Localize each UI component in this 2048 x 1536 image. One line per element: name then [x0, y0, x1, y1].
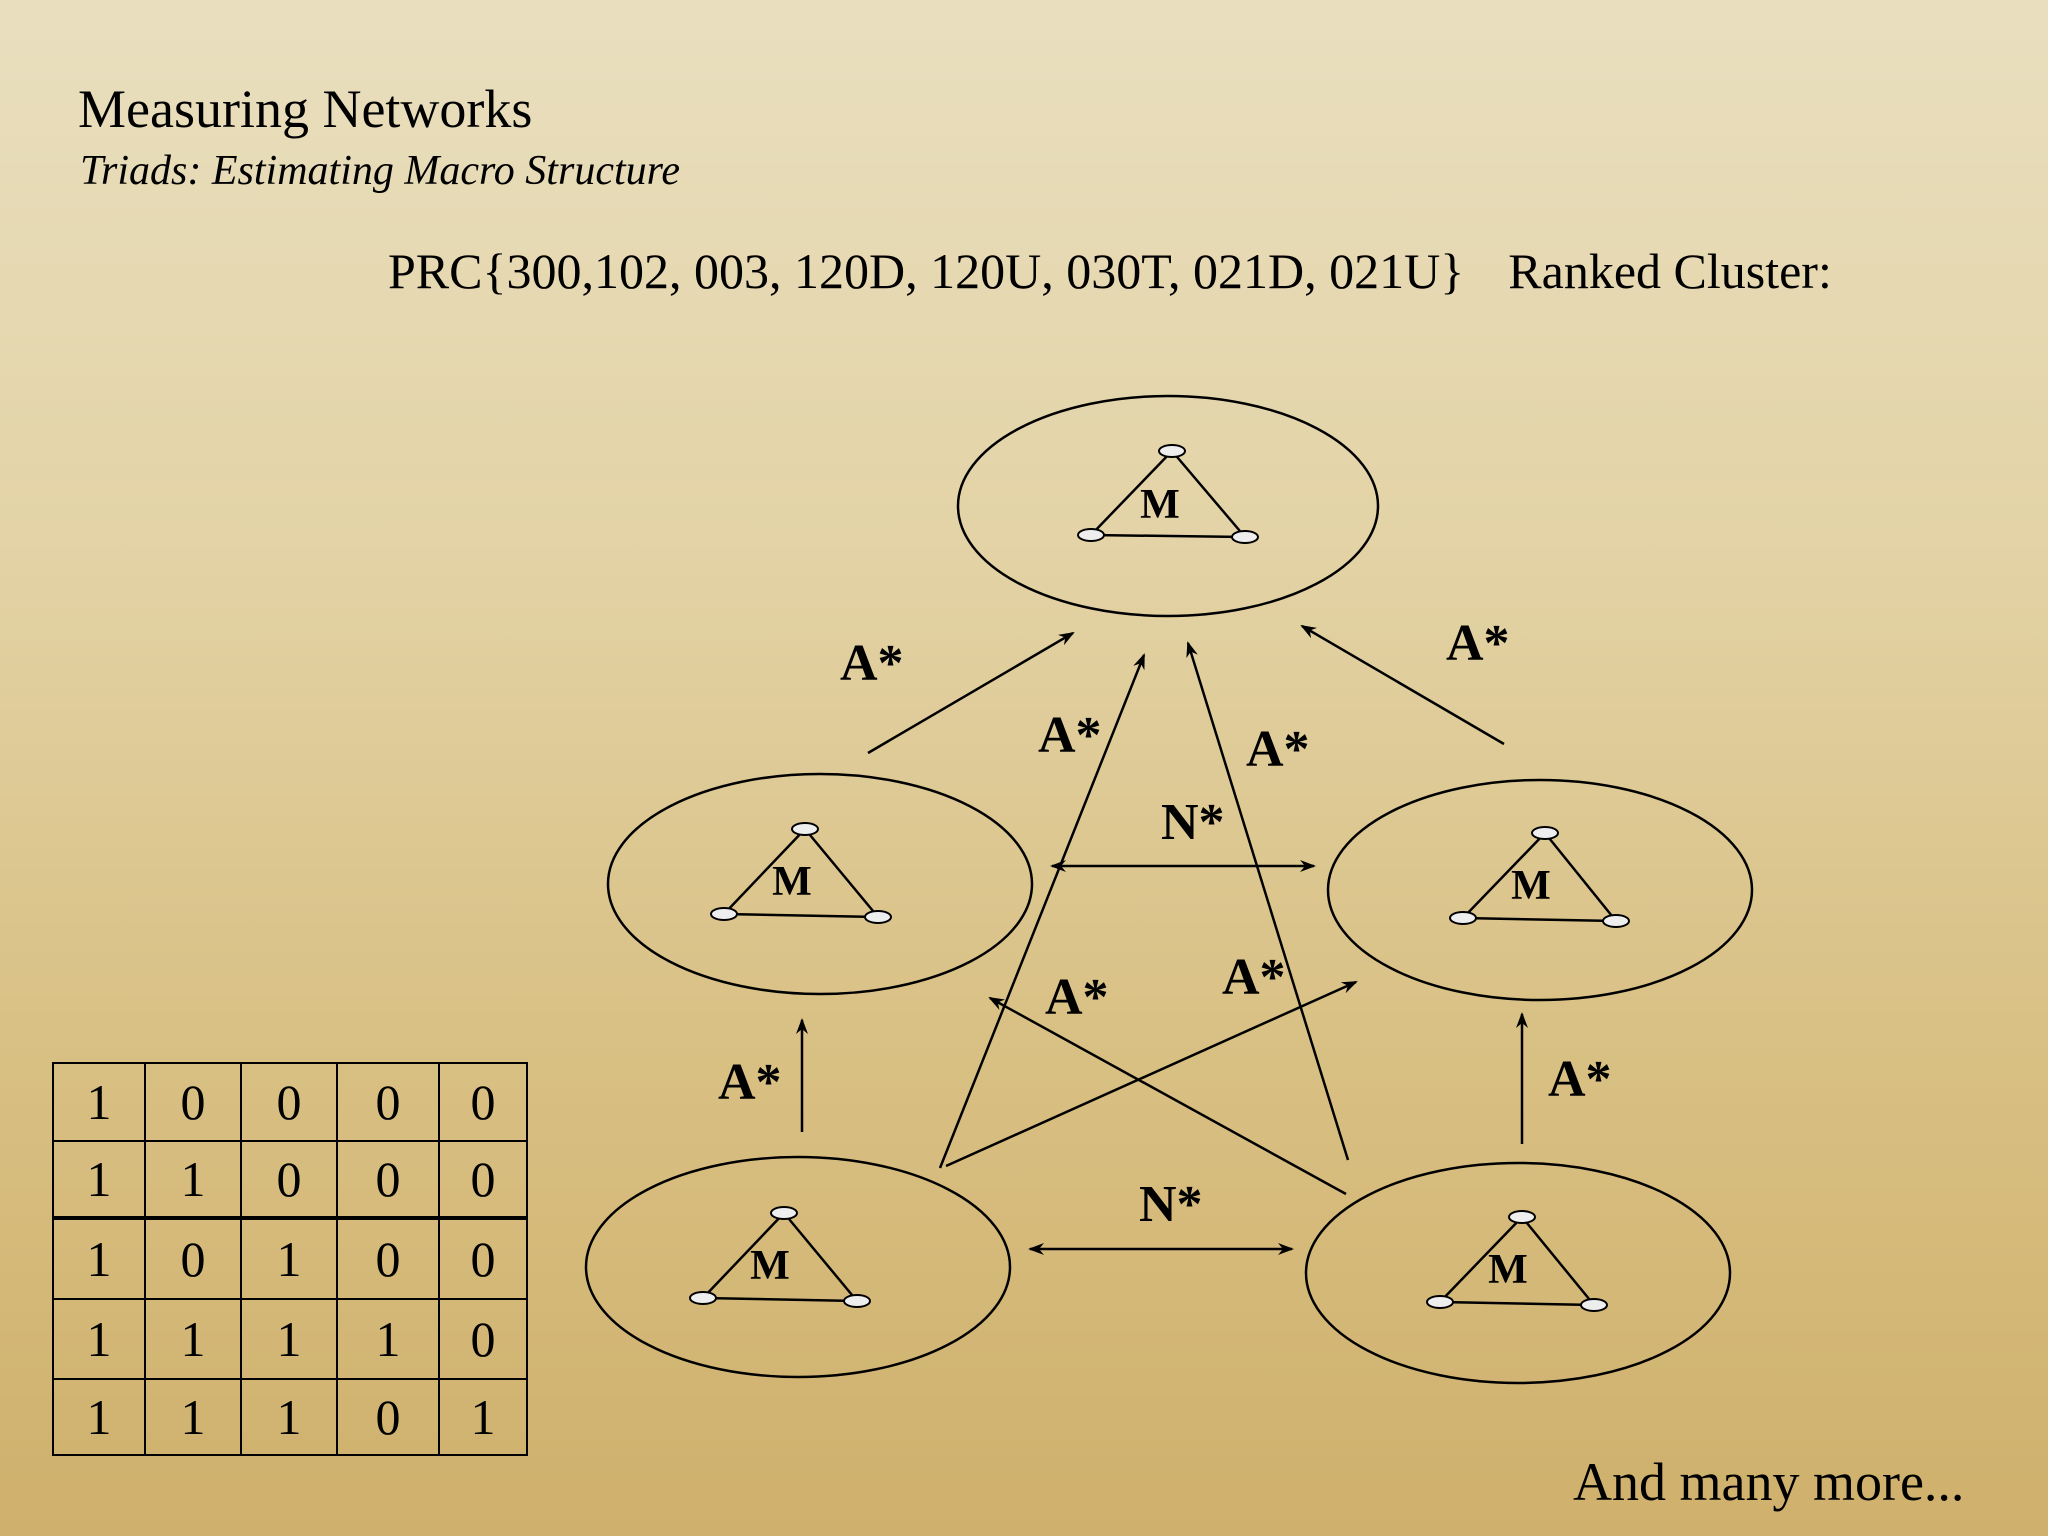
- slide-subtitle: Triads: Estimating Macro Structure: [80, 148, 681, 194]
- triad-icon: [710, 822, 892, 924]
- edge-label-null: N*: [1139, 1176, 1203, 1233]
- cluster-label: M: [1140, 482, 1180, 528]
- matrix-cell: 0: [240, 1140, 338, 1220]
- cluster-bottom-left: M: [584, 1155, 1012, 1379]
- matrix-cell: 1: [144, 1140, 242, 1220]
- matrix-cell: 1: [438, 1378, 528, 1456]
- matrix-cell: 0: [336, 1062, 440, 1142]
- slide-title: Measuring Networks: [78, 79, 533, 139]
- matrix-cell: 0: [144, 1062, 242, 1142]
- arrow-br-to-top: [1186, 641, 1350, 1161]
- matrix-cell: 0: [240, 1062, 338, 1142]
- matrix-cell: 1: [336, 1298, 440, 1380]
- matrix-cell: 0: [438, 1217, 528, 1300]
- triad-icon: [1077, 444, 1259, 544]
- arrow-ml-to-top: [867, 631, 1075, 755]
- edge-label-asym: A*: [1045, 969, 1109, 1026]
- arrow-bl-to-mr: [945, 980, 1358, 1168]
- matrix-cell: 0: [336, 1378, 440, 1456]
- cluster-bottom-right: M: [1304, 1161, 1732, 1385]
- matrix-cell: 0: [336, 1217, 440, 1300]
- matrix-cell: 1: [52, 1140, 146, 1220]
- matrix-cell: 1: [52, 1217, 146, 1300]
- cluster-label: M: [1488, 1247, 1528, 1293]
- cluster-middle-left: M: [606, 772, 1034, 996]
- edge-label-asym: A*: [1446, 615, 1510, 672]
- triad-icon: [1449, 826, 1630, 928]
- cluster-label: M: [772, 859, 812, 905]
- matrix-cell: 1: [52, 1378, 146, 1456]
- matrix-cell: 0: [438, 1062, 528, 1142]
- edge-label-asym: A*: [1222, 949, 1286, 1006]
- matrix-cell: 1: [240, 1298, 338, 1380]
- matrix-cell: 1: [52, 1062, 146, 1142]
- cluster-label: M: [1511, 863, 1551, 909]
- arrow-bl-to-top: [938, 653, 1146, 1169]
- prc-formula: PRC{300,102, 003, 120D, 120U, 030T, 021D…: [388, 246, 1832, 296]
- cluster-top: M: [956, 394, 1380, 618]
- cluster-label: M: [750, 1243, 790, 1289]
- ranked-cluster-label: Ranked Cluster:: [1508, 243, 1832, 299]
- arrow-br-to-ml: [988, 996, 1347, 1196]
- edge-label-null: N*: [1161, 794, 1225, 851]
- triad-icon: [1426, 1210, 1608, 1312]
- edge-label-asym: A*: [1038, 707, 1102, 764]
- matrix-cell: 0: [438, 1140, 528, 1220]
- edge-label-asym: A*: [1548, 1051, 1612, 1108]
- matrix-cell: 0: [438, 1298, 528, 1380]
- matrix-cell: 0: [144, 1217, 242, 1300]
- matrix-cell: 1: [144, 1298, 242, 1380]
- matrix-cell: 1: [240, 1378, 338, 1456]
- matrix-cell: 1: [240, 1217, 338, 1300]
- footer-note: And many more...: [1573, 1452, 1965, 1512]
- edge-label-asym: A*: [1246, 721, 1310, 778]
- matrix-cell: 1: [144, 1378, 242, 1456]
- edge-label-asym: A*: [718, 1054, 782, 1111]
- triad-icon: [689, 1206, 871, 1308]
- arrow-mr-to-top: [1300, 624, 1505, 746]
- matrix-cell: 0: [336, 1140, 440, 1220]
- edge-label-asym: A*: [840, 635, 904, 692]
- cluster-middle-right: M: [1326, 778, 1754, 1002]
- matrix-cell: 1: [52, 1298, 146, 1380]
- prc-set: PRC{300,102, 003, 120D, 120U, 030T, 021D…: [388, 243, 1465, 299]
